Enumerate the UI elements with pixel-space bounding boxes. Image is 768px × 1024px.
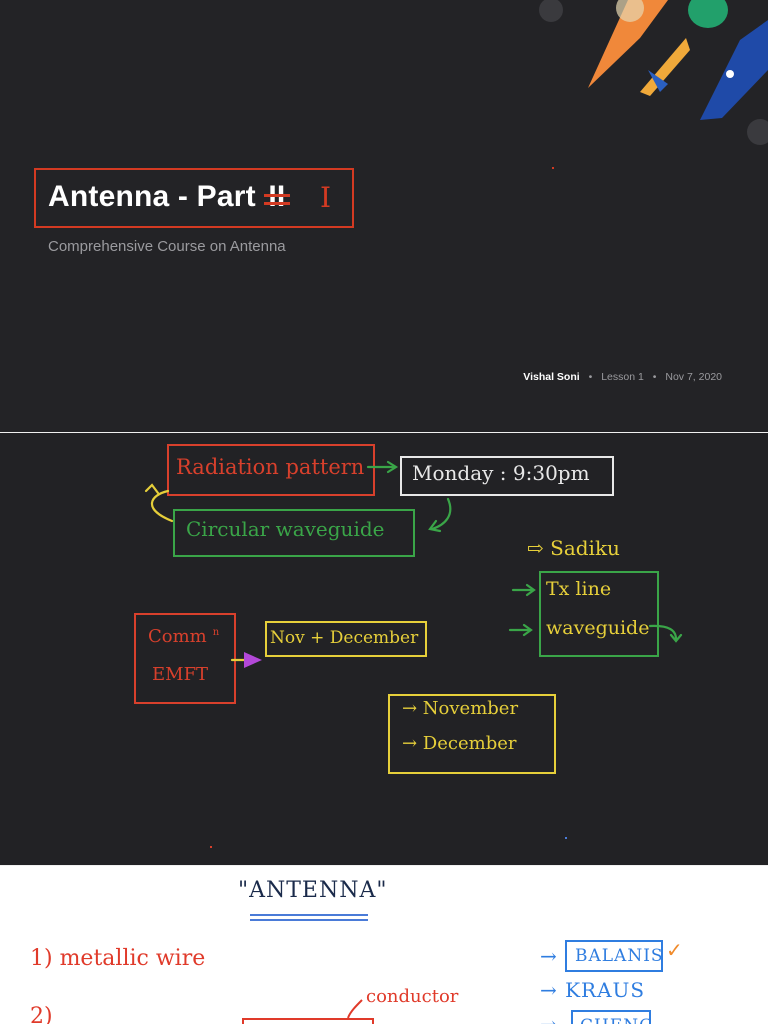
title-correction: I	[320, 181, 332, 214]
slide-title: Antenna - Part II	[48, 180, 291, 214]
circular-waveguide-box	[173, 509, 415, 557]
sadiku-label: ⇨ Sadiku	[527, 536, 620, 560]
decorative-shapes	[539, 0, 768, 145]
radiation-pattern-box	[167, 444, 375, 496]
balanis-label: BALANIS	[575, 946, 664, 966]
slide3-sketch	[242, 999, 374, 1024]
annotation-arrows	[144, 460, 683, 848]
comm-emft-box	[134, 613, 236, 704]
lesson-label: Lesson 1	[601, 371, 644, 383]
months-box	[388, 694, 556, 774]
slide-meta: Vishal Soni • Lesson 1 • Nov 7, 2020	[523, 371, 722, 383]
tx-line-label: Tx line	[546, 578, 612, 600]
conductor-wire	[242, 1018, 374, 1024]
separator-dot: •	[588, 371, 593, 383]
title-slide: Antenna - Part II I Comprehensive Course…	[0, 0, 768, 432]
decor-pencil	[588, 0, 668, 88]
tx-line-box	[539, 571, 659, 657]
monday-label: Monday : 9:30pm	[412, 461, 590, 485]
title-highlight-box	[34, 168, 354, 228]
decor-circle-2	[747, 119, 768, 145]
item-two: 2)	[30, 1004, 53, 1024]
lesson-date: Nov 7, 2020	[665, 371, 722, 383]
heading-underline-1	[250, 914, 368, 916]
circular-waveguide-label: Circular waveguide	[186, 517, 385, 541]
stray-dot	[552, 167, 554, 169]
balanis-box	[565, 940, 663, 972]
radiation-pattern-label: Radiation pattern	[176, 455, 365, 479]
decor-circle-1	[539, 0, 563, 22]
nov-dec-box	[265, 621, 427, 657]
nov-dec-label: Nov + December	[270, 628, 419, 648]
conductor-label: conductor	[366, 986, 459, 1007]
cheng-box	[571, 1010, 651, 1024]
struck-numeral: II	[264, 180, 291, 213]
author-name: Vishal Soni	[523, 371, 580, 383]
november-label: → November	[402, 698, 519, 719]
cheng-label: CHENG	[580, 1016, 654, 1024]
slide-subtitle: Comprehensive Course on Antenna	[48, 238, 286, 255]
check-icon: ✓	[666, 938, 683, 962]
decor-bowtie	[640, 38, 690, 96]
arrow-curve-left	[150, 489, 174, 523]
kraus-label: → KRAUS	[540, 978, 646, 1002]
arrow-curve-right	[430, 497, 452, 531]
emft-label: EMFT	[152, 664, 209, 685]
antenna-notes-slide: "ANTENNA" 1) metallic wire 2) conductor …	[0, 866, 768, 1024]
item-metallic-wire: 1) metallic wire	[30, 946, 206, 971]
cheng-arrow: →	[540, 1012, 557, 1024]
monday-box	[400, 456, 614, 496]
antenna-heading: "ANTENNA"	[238, 878, 388, 903]
slide-divider	[0, 432, 768, 433]
december-label: → December	[402, 733, 517, 754]
decor-leaf	[688, 0, 728, 28]
separator-dot: •	[652, 371, 657, 383]
slide-title-text: Antenna - Part	[48, 180, 256, 213]
decor-pen	[700, 20, 768, 120]
notes-slide: Radiation pattern Monday : 9:30pm Circul…	[0, 433, 768, 865]
heading-underline-2	[250, 919, 368, 921]
waveguide-label: waveguide	[546, 617, 650, 639]
balanis-arrow: →	[540, 944, 557, 968]
purple-arrowhead	[244, 652, 262, 668]
slide-divider	[0, 865, 768, 866]
